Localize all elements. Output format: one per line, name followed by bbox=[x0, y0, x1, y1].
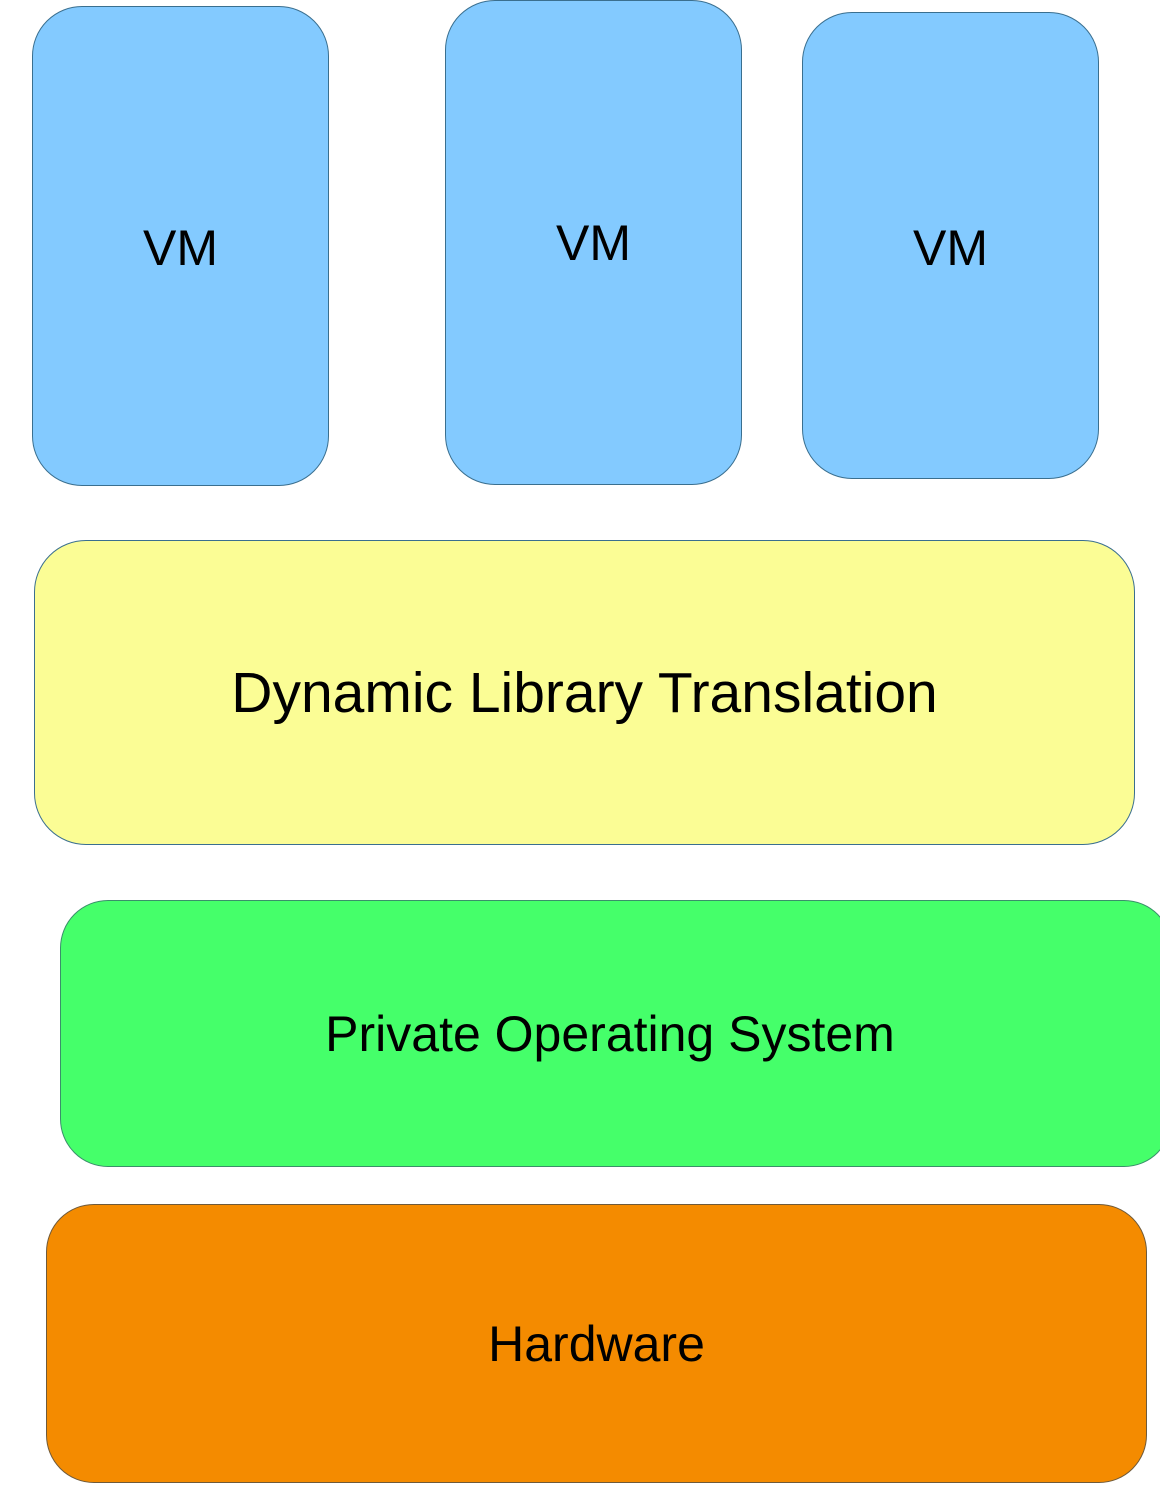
vm-box-1: VM bbox=[32, 6, 329, 486]
dynamic-library-translation-layer: Dynamic Library Translation bbox=[34, 540, 1135, 845]
vm-box-3: VM bbox=[802, 12, 1099, 479]
vm-box-2: VM bbox=[445, 0, 742, 485]
private-operating-system-layer: Private Operating System bbox=[60, 900, 1160, 1167]
hardware-layer: Hardware bbox=[46, 1204, 1147, 1483]
vm-label: VM bbox=[913, 219, 988, 276]
os-layer-label: Private Operating System bbox=[325, 1005, 895, 1062]
vm-label: VM bbox=[143, 220, 218, 276]
translation-layer-label: Dynamic Library Translation bbox=[231, 660, 938, 725]
vm-label: VM bbox=[556, 214, 631, 271]
hardware-layer-label: Hardware bbox=[488, 1315, 705, 1372]
